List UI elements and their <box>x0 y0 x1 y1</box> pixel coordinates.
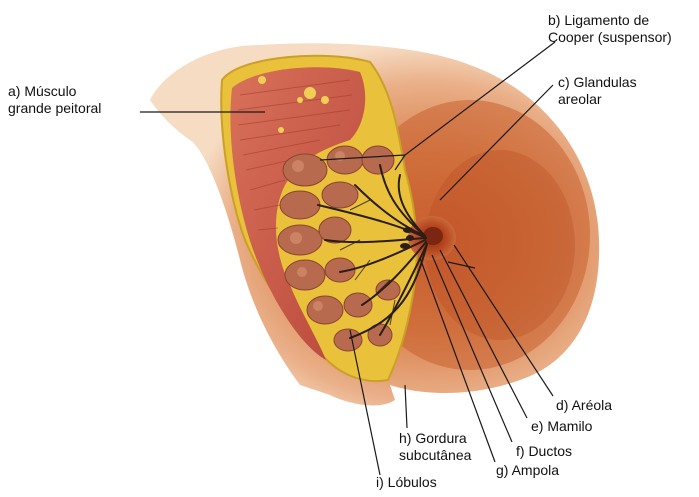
label-a-pectoral-muscle: a) Músculo grande peitoral <box>8 83 101 117</box>
label-f-ducts: f) Ductos <box>516 443 572 460</box>
label-h-subcutaneous-fat: h) Gordura subcutânea <box>399 430 471 464</box>
label-b-cooper-ligament: b) Ligamento de Cooper (suspensor) <box>548 12 672 46</box>
label-d-areola: d) Aréola <box>556 397 612 414</box>
label-i-lobules: i) Lóbulos <box>376 474 437 491</box>
label-c-areolar-glands: c) Glandulas areolar <box>558 74 637 108</box>
label-e-nipple: e) Mamilo <box>531 418 592 435</box>
label-g-ampulla: g) Ampola <box>496 462 559 479</box>
